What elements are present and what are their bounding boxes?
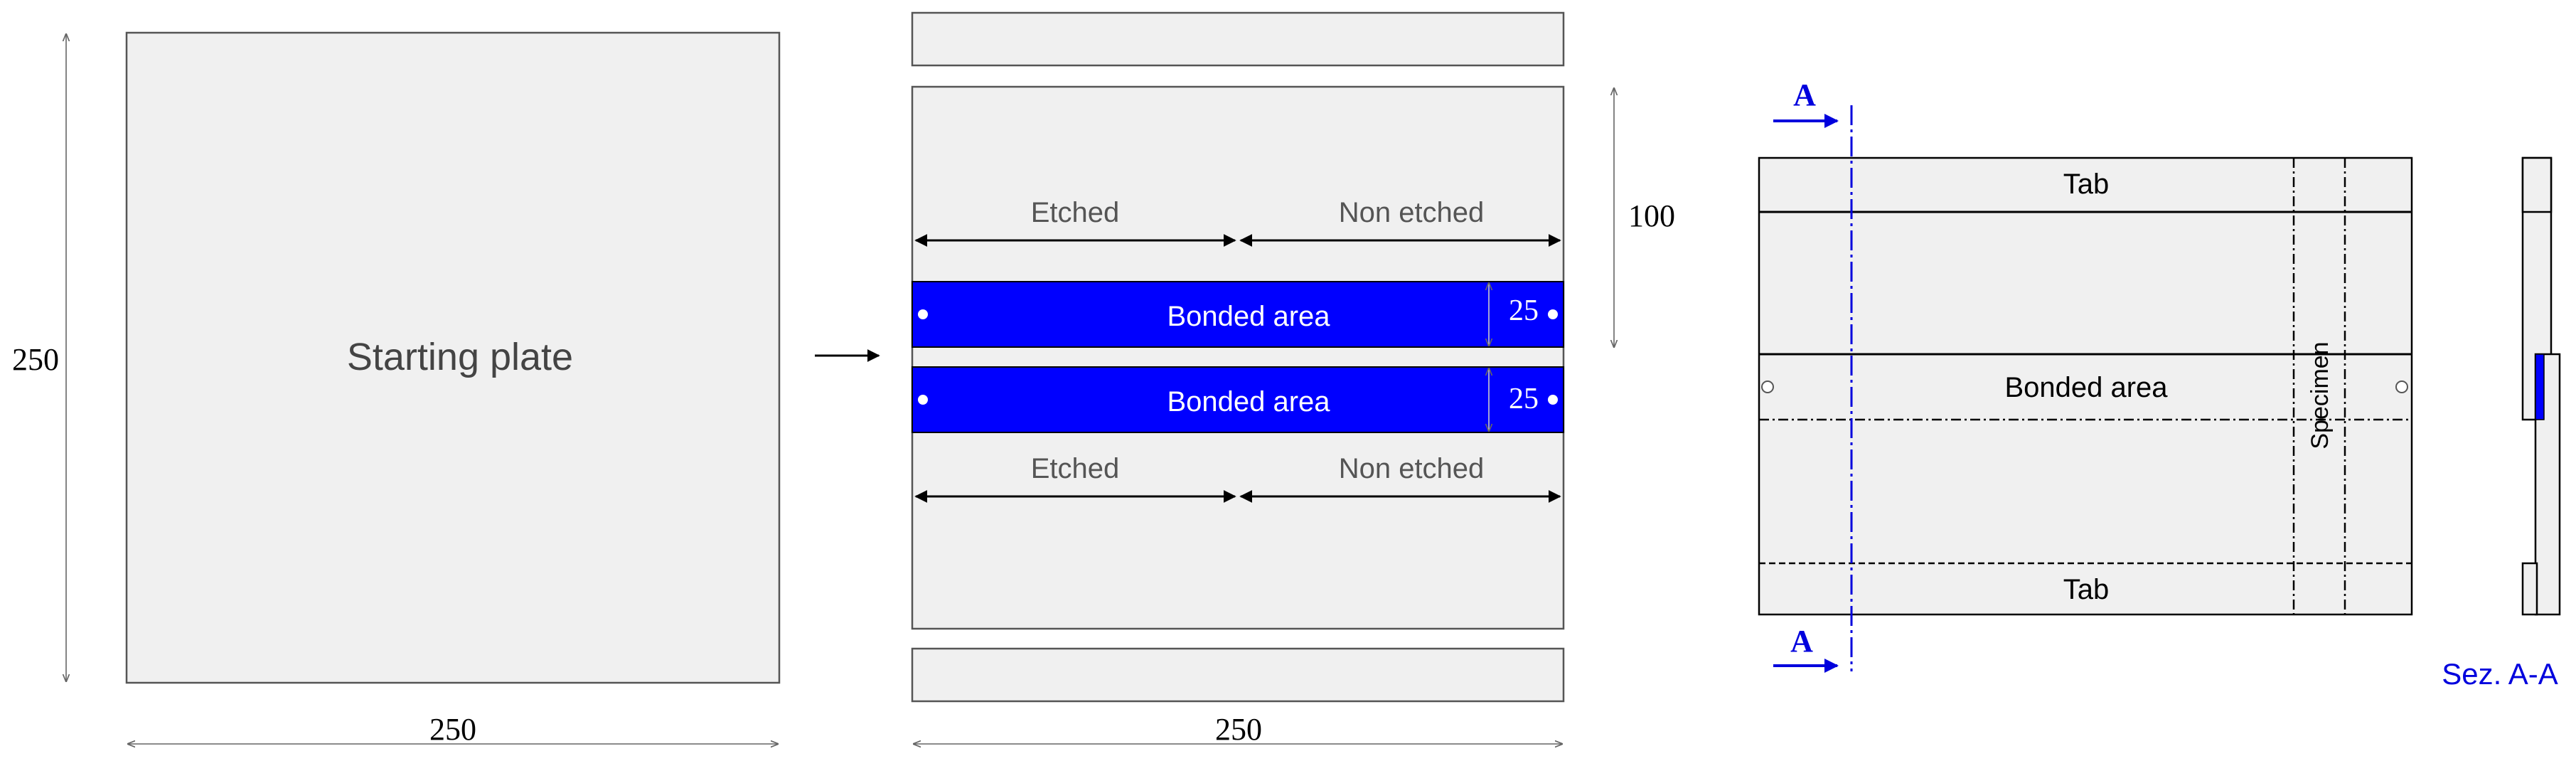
section-aa-group: Sez. A-A — [2442, 156, 2561, 691]
panel-width-value: 250 — [1215, 712, 1262, 747]
bonded-area-bottom-hole-right — [1548, 395, 1558, 405]
tab-top-label: Tab — [2063, 169, 2110, 200]
top-etched-label: Etched — [1031, 197, 1120, 228]
plate-height-value: 250 — [12, 342, 59, 377]
specimen-hole-left — [1761, 380, 1774, 393]
bond-bottom-width-value: 25 — [1509, 383, 1539, 415]
section-mark-bottom: A — [1790, 624, 1813, 659]
tab-bottom-label: Tab — [2063, 574, 2110, 605]
panel-height-value: 100 — [1628, 198, 1675, 233]
bonded-area-top-hole-right — [1548, 309, 1558, 319]
specimen-hole-right — [2395, 380, 2408, 393]
bonded-area-bottom-hole-left — [918, 395, 928, 405]
bottom-etched-label: Etched — [1031, 453, 1120, 484]
bonded-area-top — [912, 281, 1564, 348]
bonded-area-bottom — [912, 366, 1564, 433]
plate-width-value: 250 — [429, 712, 476, 747]
section-title: Sez. A-A — [2442, 657, 2558, 691]
specimen-detail-group: Tab Tab Bonded area Specimen A A — [1758, 78, 2413, 673]
top-non-etched-label: Non etched — [1339, 197, 1485, 228]
section-bond-layer — [2535, 353, 2545, 420]
specimen-panel — [1758, 156, 2413, 616]
bottom-non-etched-label: Non etched — [1339, 453, 1485, 484]
bottom-strip — [911, 647, 1565, 703]
section-lower-tab — [2521, 562, 2538, 616]
bonded-area-label: Bonded area — [2004, 372, 2168, 403]
top-strip — [911, 11, 1565, 67]
bonded-area-top-label: Bonded area — [1167, 301, 1330, 332]
starting-plate-label: Starting plate — [347, 336, 573, 378]
bonded-area-bottom-label: Bonded area — [1167, 386, 1330, 417]
specimen-label: Specimen — [2307, 341, 2334, 449]
middle-panel — [911, 85, 1565, 630]
starting-plate-group: Starting plate 250 250 — [12, 31, 781, 747]
section-mark-top: A — [1793, 78, 1816, 112]
starting-plate — [125, 31, 781, 684]
bonded-area-top-hole-left — [918, 309, 928, 319]
bond-top-width-value: 25 — [1509, 294, 1539, 327]
cut-layout-group: Etched Non etched Bonded area 25 Bonded … — [911, 11, 1675, 747]
section-upper-tab — [2521, 156, 2553, 213]
